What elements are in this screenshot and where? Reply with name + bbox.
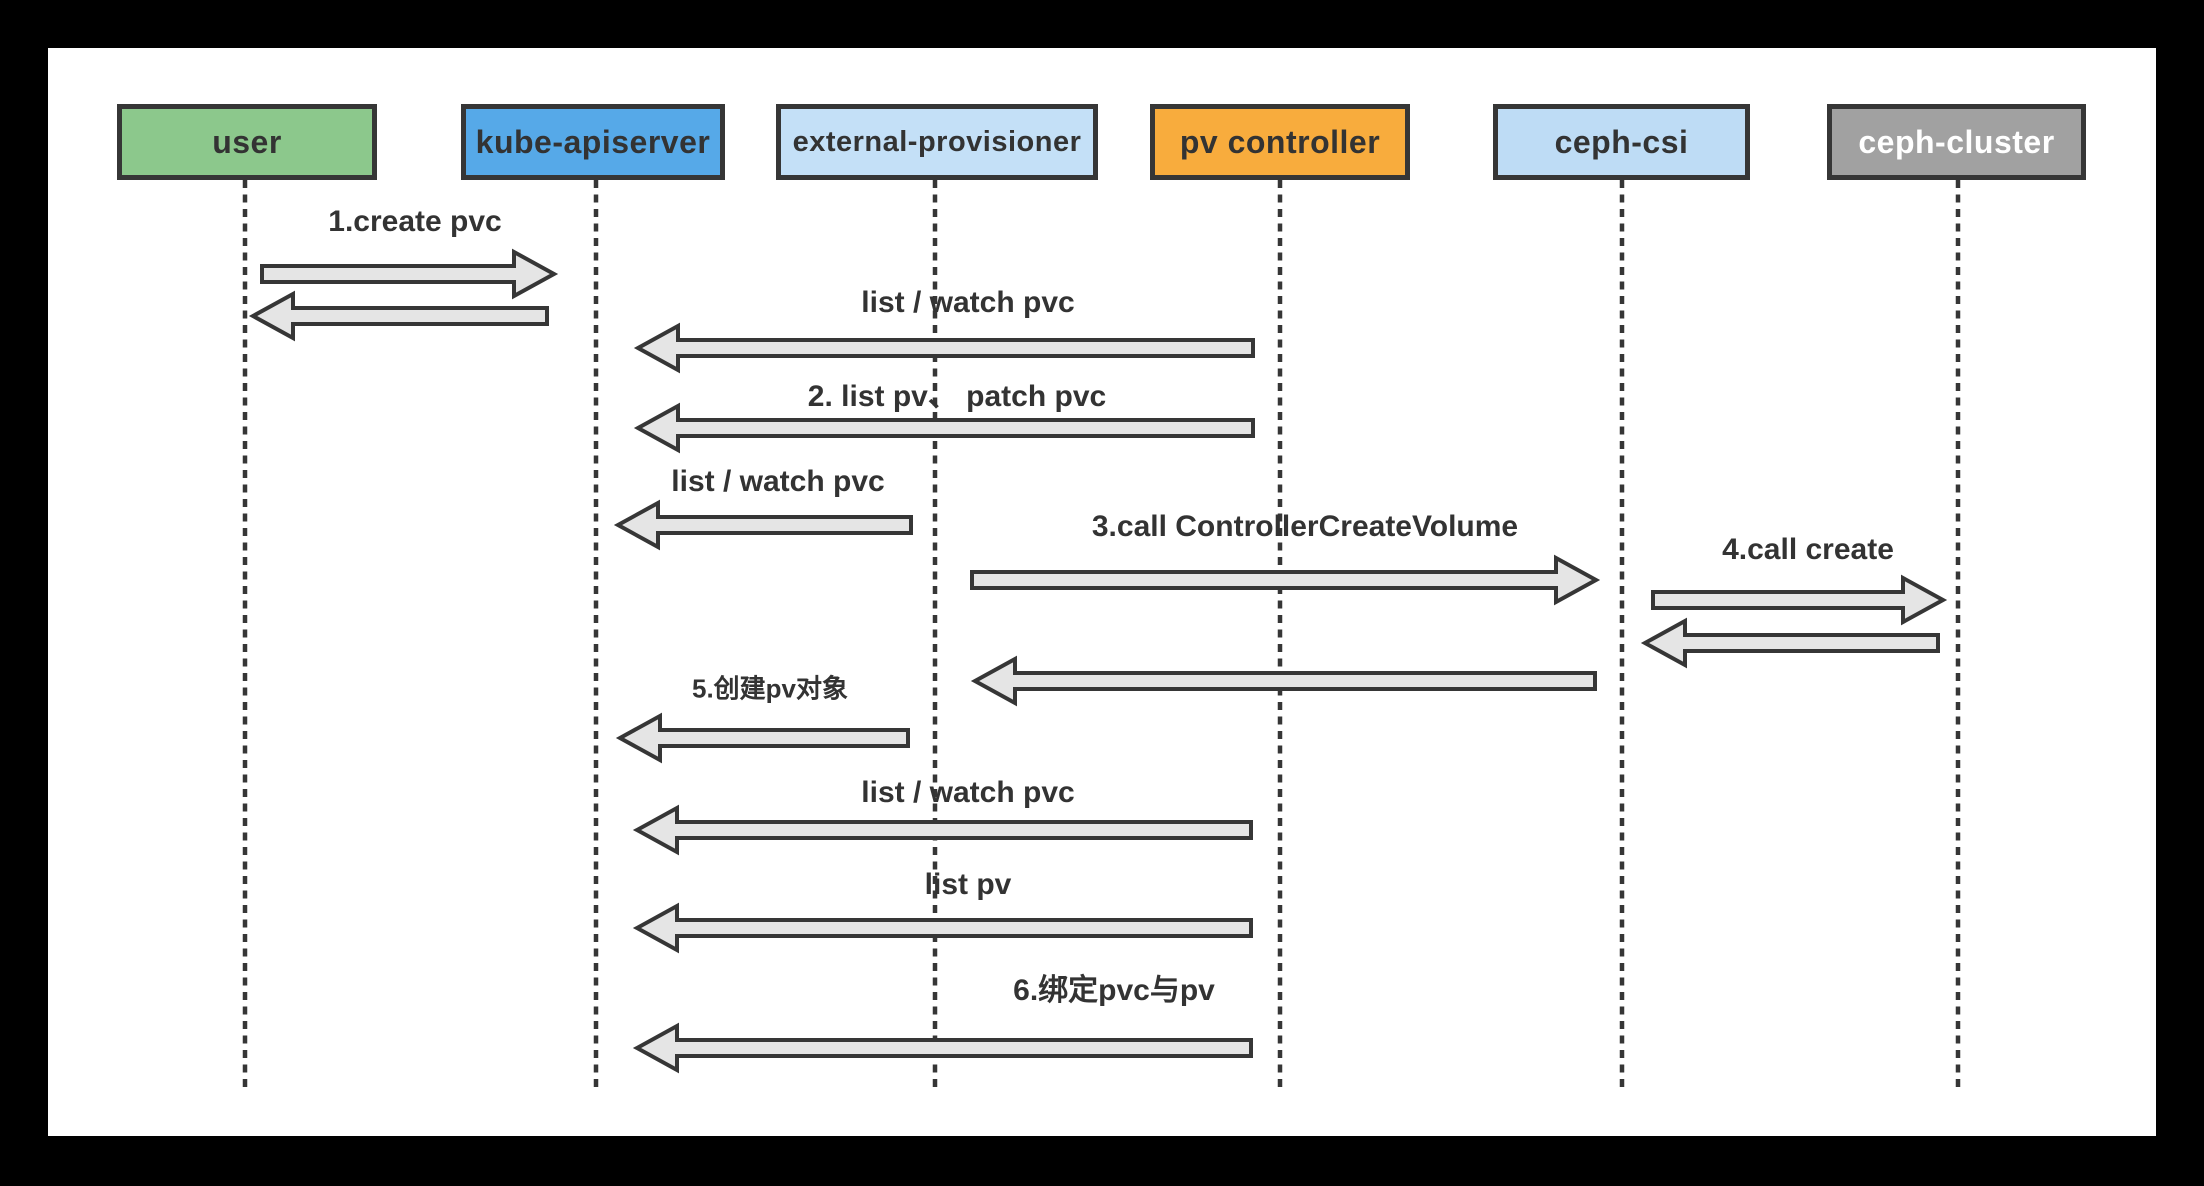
message-label-6-3-call-controllercreatevolume: 3.call ControllerCreateVolume	[1091, 510, 1519, 543]
message-arrow-5-list-watch-pvc	[613, 499, 913, 551]
actor-box-ceph-cluster: ceph-cluster	[1827, 104, 2086, 180]
message-arrow-1-1-create-pvc	[260, 248, 559, 300]
actor-label-kube-apiserver: kube-apiserver	[475, 123, 711, 160]
actor-box-user: user	[117, 104, 377, 180]
message-arrow-8-reply	[1640, 617, 1940, 669]
message-arrow-11-list-watch-pvc	[632, 804, 1253, 856]
message-label-4-2-list-pv-patch-pvc: 2. list pv、 patch pvc	[807, 380, 1107, 413]
message-label-1-1-create-pvc: 1.create pvc	[328, 205, 502, 238]
message-arrow-10-5-创建pv对象	[615, 712, 910, 764]
message-arrow-7-4-call-create	[1651, 574, 1948, 626]
actor-label-ceph-cluster: ceph-cluster	[1858, 123, 2055, 160]
actor-label-external-provisioner: external-provisioner	[792, 125, 1082, 158]
message-label-7-4-call-create: 4.call create	[1722, 533, 1894, 566]
message-label-13-6-绑定pvc与pv: 6.绑定pvc与pv	[1013, 974, 1215, 1007]
message-arrow-13-6-绑定pvc与pv	[632, 1022, 1253, 1074]
message-arrow-6-3-call-controllercreatevolume	[970, 554, 1601, 606]
actor-label-user: user	[212, 123, 282, 160]
message-arrow-3-list-watch-pvc	[633, 322, 1255, 374]
message-label-11-list-watch-pvc: list / watch pvc	[861, 776, 1075, 809]
message-label-3-list-watch-pvc: list / watch pvc	[861, 286, 1075, 319]
message-label-5-list-watch-pvc: list / watch pvc	[671, 465, 885, 498]
actor-box-pv-controller: pv controller	[1150, 104, 1410, 180]
message-arrow-4-2-list-pv-patch-pvc	[633, 402, 1255, 454]
actor-box-kube-apiserver: kube-apiserver	[461, 104, 725, 180]
actor-box-ceph-csi: ceph-csi	[1493, 104, 1750, 180]
message-label-12-list-pv: list pv	[924, 868, 1012, 901]
message-arrow-12-list-pv	[632, 902, 1253, 954]
message-arrow-2-reply	[248, 290, 549, 342]
message-arrow-9-reply	[970, 655, 1597, 707]
actor-label-pv-controller: pv controller	[1179, 123, 1381, 160]
actor-label-ceph-csi: ceph-csi	[1554, 123, 1689, 160]
actor-box-external-provisioner: external-provisioner	[776, 104, 1098, 180]
message-label-10-5-创建pv对象: 5.创建pv对象	[691, 673, 849, 704]
